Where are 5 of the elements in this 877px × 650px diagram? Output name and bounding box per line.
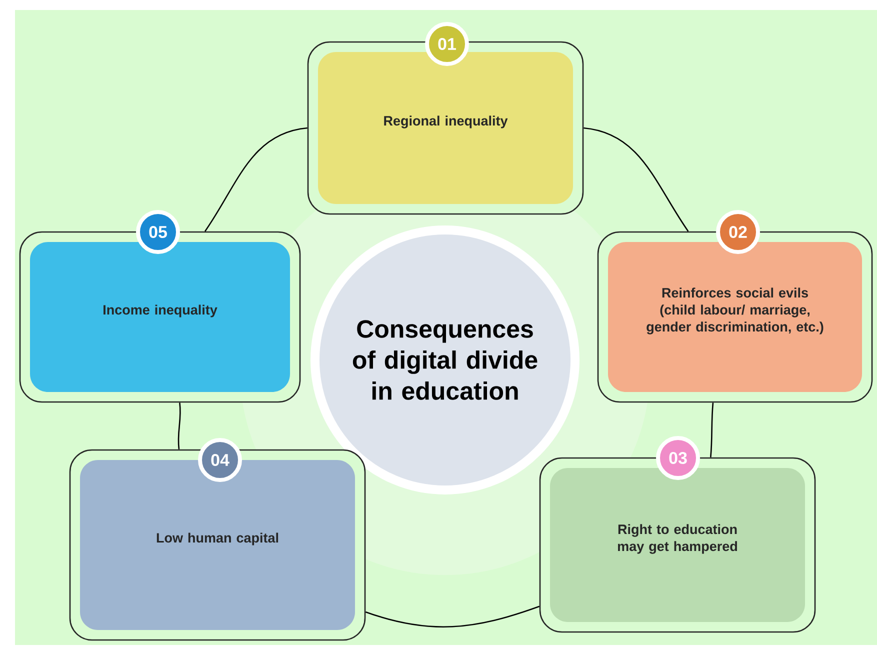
connector-line: [178, 402, 181, 450]
connector-line: [204, 127, 308, 232]
connector-line: [365, 606, 540, 628]
connector-line: [584, 127, 689, 232]
connector-line: [710, 402, 714, 458]
